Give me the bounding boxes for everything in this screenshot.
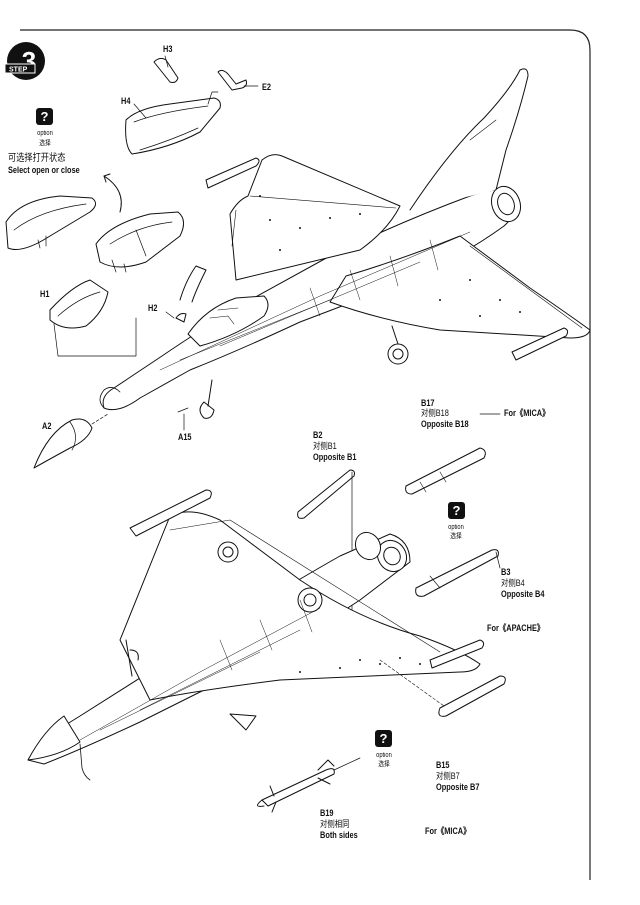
option-label: option	[37, 130, 53, 137]
label-a2: A2	[42, 421, 52, 431]
b17-cn: 对侧B18	[421, 408, 449, 418]
label-e2: E2	[262, 82, 272, 92]
lower-aircraft-drawing	[27, 489, 485, 781]
b3-for: For《APACHE》	[487, 623, 545, 633]
part-a2-drawing	[33, 418, 93, 469]
option-low-question-icon: ?	[375, 730, 392, 747]
label-h4: H4	[121, 96, 131, 106]
label-h1: H1	[40, 289, 50, 299]
option-mid-cn: 选择	[450, 533, 462, 540]
part-b15-drawing	[438, 675, 506, 717]
b3-code: B3	[501, 567, 511, 577]
b17-en: Opposite B18	[421, 419, 469, 429]
b19-code: B19	[320, 808, 334, 818]
b15-for: For《MICA》	[425, 826, 471, 836]
select-open-cn: 可选择打开状态	[8, 153, 66, 164]
part-b3-drawing	[415, 549, 499, 597]
b15-en: Opposite B7	[436, 782, 480, 792]
option-question-icon: ?	[36, 108, 53, 125]
part-e2-drawing	[217, 69, 247, 91]
b19-en: Both sides	[320, 830, 358, 840]
upper-aircraft-drawing	[99, 68, 591, 419]
option-mid-question-icon: ?	[448, 502, 465, 519]
part-h4-drawing	[125, 97, 221, 155]
label-h2: H2	[148, 303, 158, 313]
step-badge: 3 STEP	[4, 40, 47, 82]
b15-cn: 对侧B7	[436, 771, 460, 781]
option-low-label: option	[376, 752, 392, 759]
canopy-open-drawing	[5, 195, 96, 250]
part-h3-drawing	[153, 57, 179, 83]
option-low-cn: 选择	[378, 761, 390, 768]
b19-cn: 对侧相同	[320, 819, 350, 829]
b17-for: For《MICA》	[504, 408, 550, 418]
label-a15: A15	[178, 432, 192, 442]
label-h3: H3	[163, 44, 173, 54]
select-open-en: Select open or close	[8, 165, 80, 175]
rotate-arrow	[103, 175, 122, 213]
b2-cn: 对侧B1	[313, 441, 337, 451]
b3-en: Opposite B4	[501, 589, 545, 599]
part-b2-drawing	[297, 469, 355, 519]
b2-code: B2	[313, 430, 323, 440]
b15-code: B15	[436, 760, 450, 770]
b3-cn: 对侧B4	[501, 578, 525, 588]
part-h1-drawing	[49, 279, 109, 329]
part-b19-drawing	[257, 757, 361, 813]
option-cn: 选择	[39, 140, 51, 147]
step-word: STEP	[9, 67, 28, 74]
b17-code: B17	[421, 398, 435, 408]
part-b17-drawing	[405, 447, 486, 495]
option-mid-label: option	[448, 524, 464, 531]
b2-en: Opposite B1	[313, 452, 357, 462]
